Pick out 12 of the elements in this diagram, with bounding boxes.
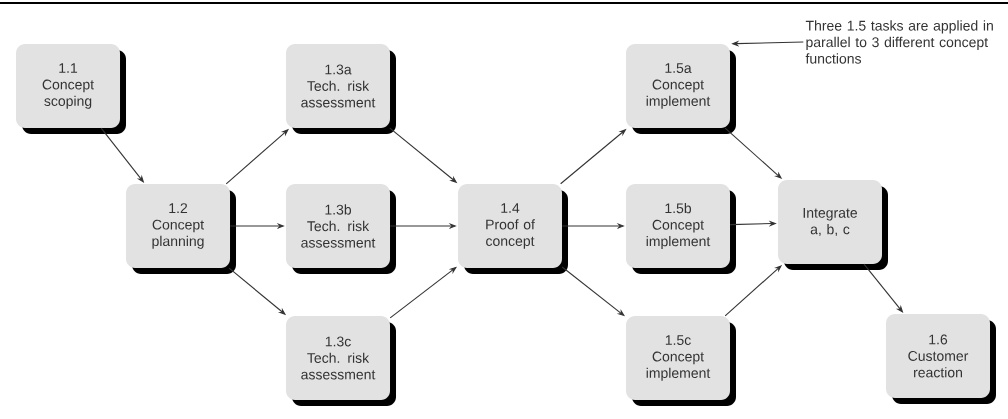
task-box: 1.1 Concept scoping: [16, 44, 126, 134]
task-box: 1.2 Concept planning: [126, 184, 236, 274]
note-text: Three 1.5 tasks are applied in parallel to 3 different concept functions: [805, 20, 993, 64]
task-box: 1.3a Tech. risk assessment: [286, 44, 396, 134]
task-box: 1.3c Tech. risk assessment: [286, 316, 396, 406]
task-box: 1.3b Tech. risk assessment: [286, 184, 396, 274]
task-box: 1.5b Concept implement: [626, 184, 736, 274]
task-box: 1.4 Proof of concept: [458, 184, 568, 274]
task-box: 1.6 Customer reaction: [886, 314, 996, 404]
task-box: 1.5a Concept implement: [626, 44, 736, 134]
task-box: Integrate a, b, c: [778, 180, 888, 270]
task-box: 1.5c Concept implement: [626, 316, 736, 406]
